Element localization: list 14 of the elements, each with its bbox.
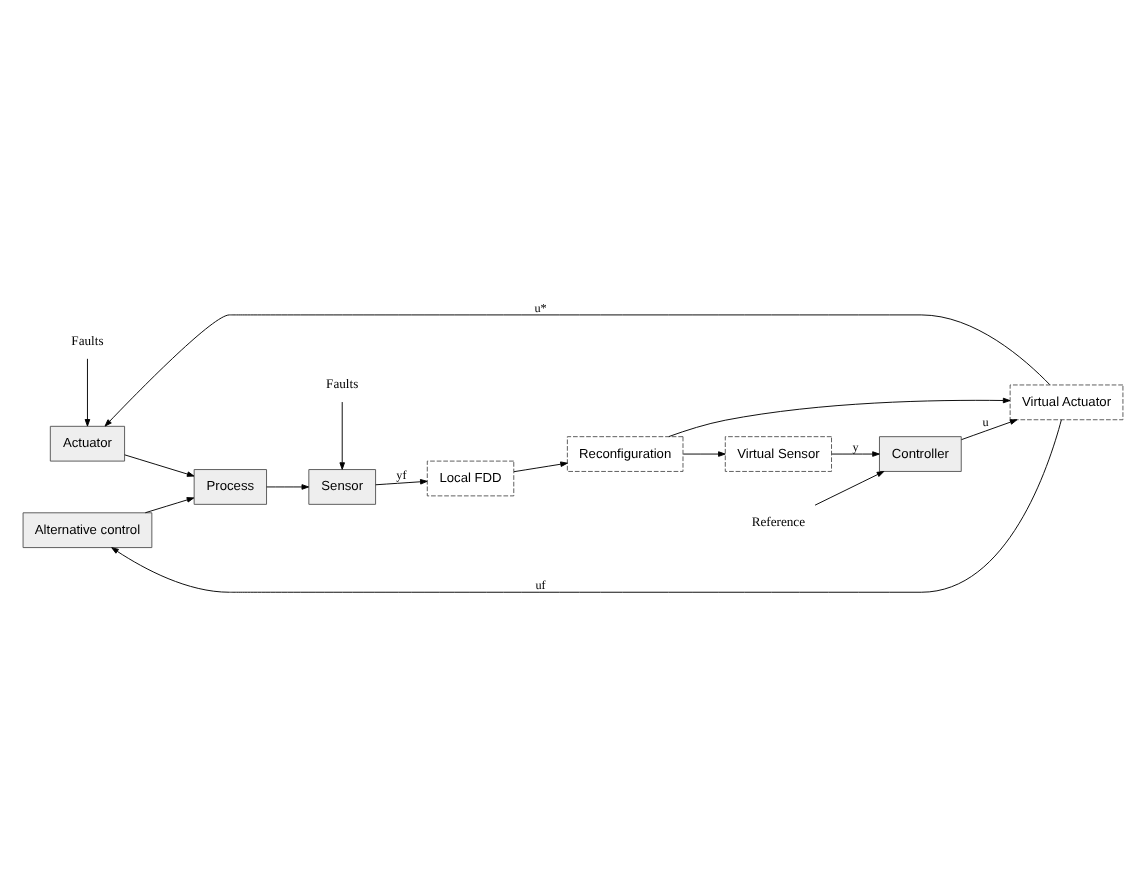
arrow: [513, 460, 568, 472]
arrow: [266, 483, 310, 489]
arrow: [124, 453, 195, 476]
arrow: [111, 418, 1062, 592]
arrow: [84, 357, 91, 426]
arrow: [814, 470, 885, 505]
arrow: [668, 396, 1011, 437]
arrow: [831, 450, 880, 456]
arrow: [104, 313, 1051, 426]
arrow: [375, 478, 428, 485]
arrow: [961, 418, 1018, 440]
arrow: [144, 496, 195, 513]
arrow: [682, 450, 726, 456]
arrow: [339, 400, 345, 469]
